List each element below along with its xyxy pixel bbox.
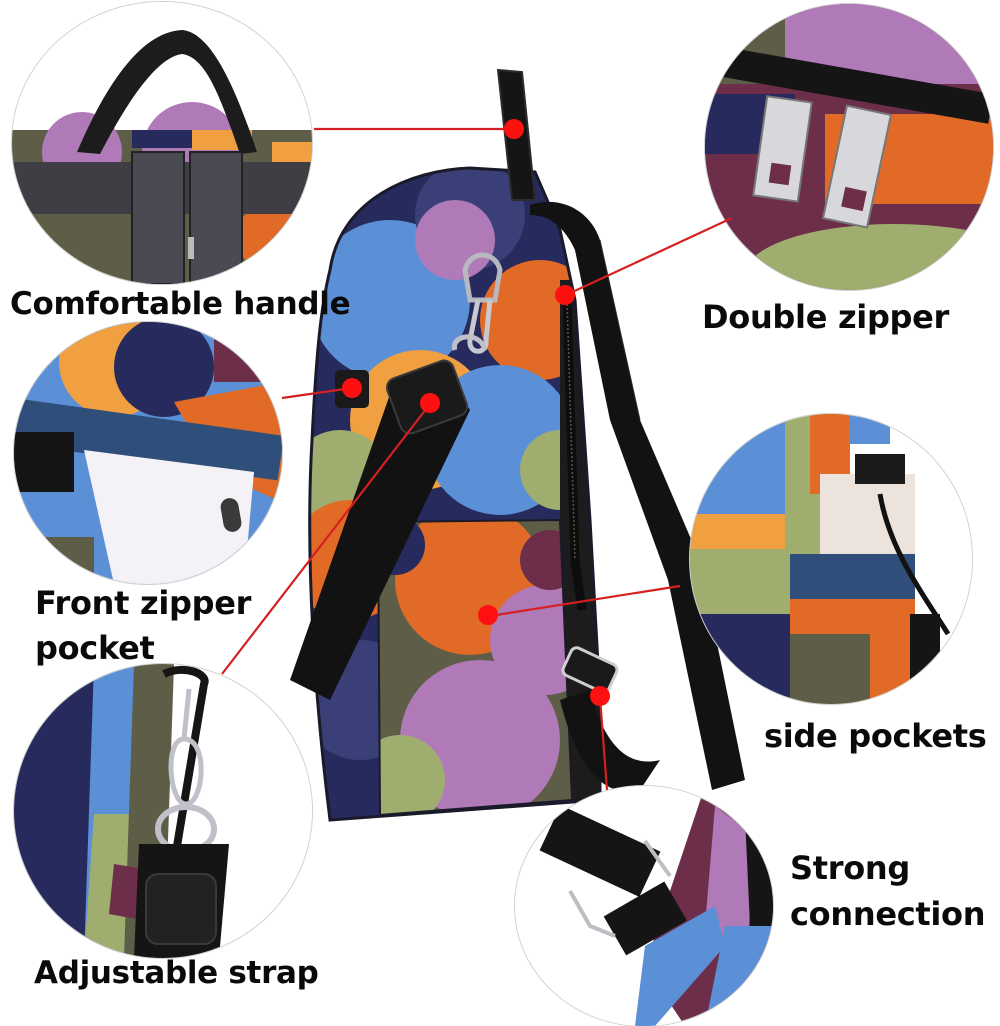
- double-zipper-label: Double zipper: [702, 298, 950, 336]
- handle-marker-dot: [504, 119, 524, 139]
- product-infographic: Comfortable handle Double zipper Front z…: [10, 2, 993, 1026]
- comfortable-handle-detail-image: [12, 2, 312, 284]
- strong-connection-detail-image: [515, 786, 773, 1026]
- front-pocket-marker-dot: [342, 378, 362, 398]
- adjustable-strap-detail-image: [14, 664, 312, 958]
- double-zipper-connector-line: [565, 217, 733, 296]
- double-zipper-detail-image: [705, 4, 993, 290]
- front-zipper-pocket-label-line2: pocket: [35, 629, 155, 667]
- strong-connection-marker-dot: [590, 686, 610, 706]
- strong-connection-label-line1: Strong: [790, 849, 910, 887]
- front-zipper-pocket-detail-image: [14, 322, 282, 584]
- side-pockets-detail-image: [690, 414, 972, 704]
- comfortable-handle-label: Comfortable handle: [10, 286, 351, 322]
- front-zipper-pocket-label-line1: Front zipper: [35, 584, 252, 622]
- strong-connection-connector-line: [598, 696, 609, 791]
- double-zipper-marker-dot: [555, 285, 575, 305]
- adjustable-strap-marker-dot: [420, 393, 440, 413]
- side-pockets-marker-dot: [478, 605, 498, 625]
- adjustable-strap-label: Adjustable strap: [34, 955, 319, 991]
- side-pockets-connector-line: [489, 584, 681, 618]
- side-pockets-label: side pockets: [764, 717, 987, 755]
- front-pocket-connector-line: [281, 386, 353, 400]
- strong-connection-label-line2: connection: [790, 895, 986, 933]
